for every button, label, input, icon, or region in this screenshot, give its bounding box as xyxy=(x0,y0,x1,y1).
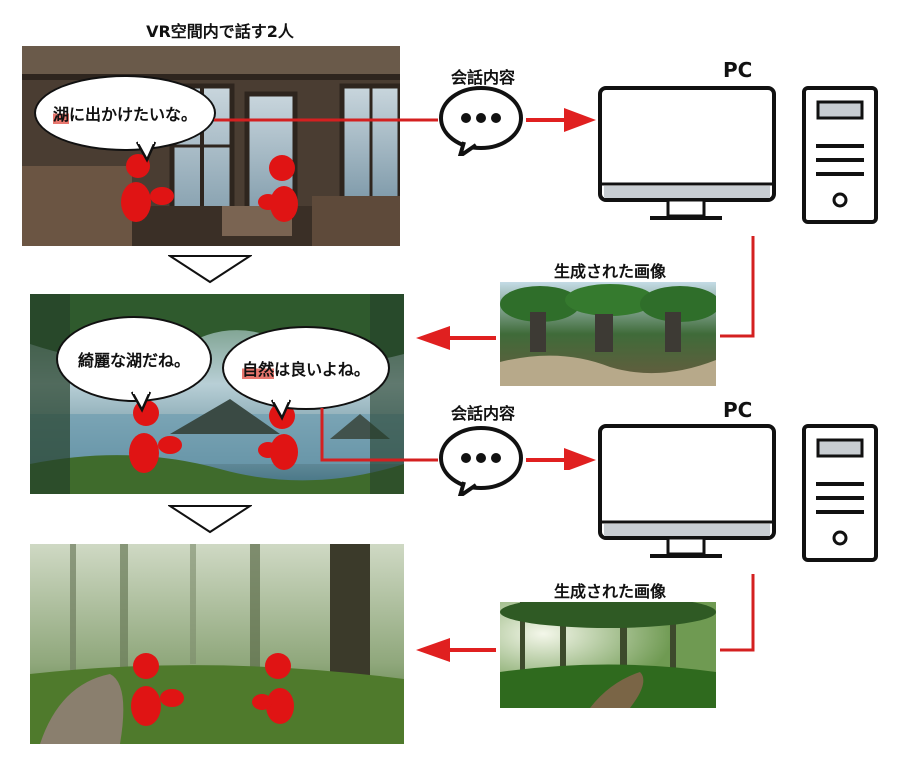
computer-tower-icon-1 xyxy=(802,86,878,224)
person-right-figure xyxy=(258,155,298,222)
monitor-icon-2 xyxy=(598,424,776,558)
bubble-tail xyxy=(130,390,152,413)
bubble-text: に出かけたいな。 xyxy=(69,105,198,124)
bubble-highlight: 湖 xyxy=(52,105,69,124)
pc-label-2: PC xyxy=(723,398,753,422)
down-triangle-arrow-1 xyxy=(168,255,252,284)
conversation-label-1: 会話内容 xyxy=(450,68,515,87)
flow-2-connector xyxy=(320,408,596,470)
bubble-highlight: 自然 xyxy=(242,360,275,379)
down-triangle-arrow-2 xyxy=(168,505,252,534)
person-left-figure xyxy=(131,653,184,726)
generated-image-2 xyxy=(500,602,716,708)
scene-forest xyxy=(30,544,404,744)
bubble-tail xyxy=(135,140,157,163)
generated-image-label-2: 生成された画像 xyxy=(553,582,666,601)
speech-bubble-1: 湖に出かけたいな。 xyxy=(34,75,216,151)
monitor-icon-1 xyxy=(598,86,776,220)
scene-room xyxy=(22,46,400,246)
bubble-tail xyxy=(270,398,292,421)
speech-bubble-2-right: 自然は良いよね。 xyxy=(222,326,390,410)
speech-dots-icon-1 xyxy=(439,86,523,156)
person-left-figure xyxy=(121,154,174,222)
generated-image-1 xyxy=(500,282,716,386)
pc-label-1: PC xyxy=(723,58,753,82)
conversation-label-2: 会話内容 xyxy=(450,404,515,423)
speech-dots-icon-2 xyxy=(439,426,523,496)
diagram-title: VR空間内で話す2人 xyxy=(146,22,294,41)
bubble-text: は良いよね。 xyxy=(274,360,370,379)
person-right-figure xyxy=(252,653,294,724)
computer-tower-icon-2 xyxy=(802,424,878,562)
flow-1-return xyxy=(416,236,755,350)
speech-bubble-2-left: 綺麗な湖だね。 xyxy=(56,316,212,402)
flow-1-connector xyxy=(214,108,596,132)
generated-image-label-1: 生成された画像 xyxy=(553,262,666,281)
flow-2-return xyxy=(416,574,755,662)
